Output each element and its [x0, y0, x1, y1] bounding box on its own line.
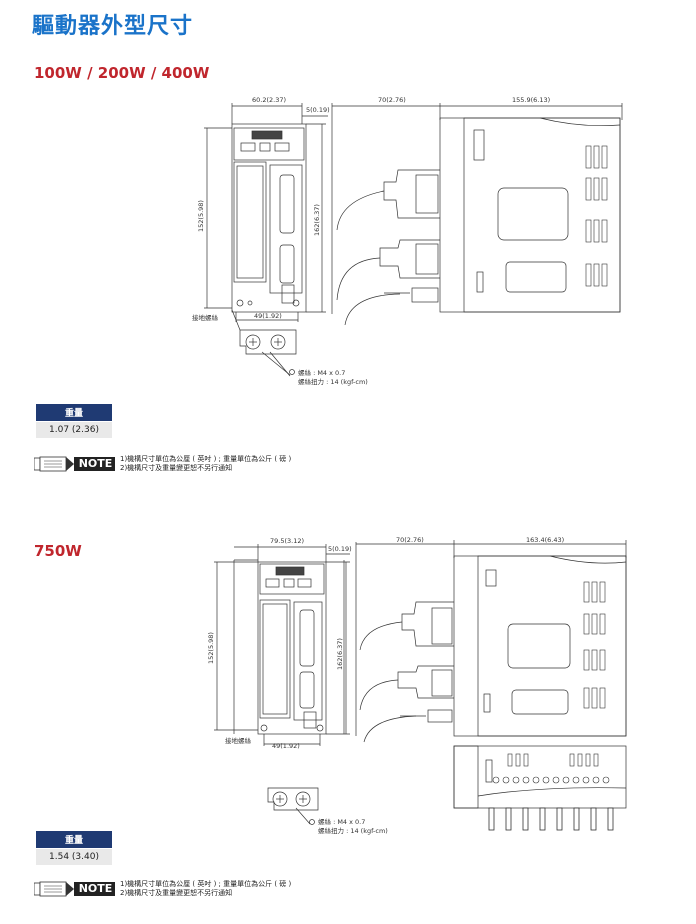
dim-front-width: 60.2(2.37)	[252, 96, 286, 104]
note-label: NOTE	[78, 457, 113, 470]
weight-header: 重量	[36, 831, 112, 849]
screw-spec-label-2: 螺絲 : M4 x 0.7	[318, 817, 365, 826]
screw-torque-label-2: 螺絲扭力 : 14 (kgf-cm)	[318, 826, 388, 835]
dim-height-right: 162(6.37)	[313, 204, 321, 236]
dim-front-width-2: 79.5(3.12)	[270, 537, 304, 545]
note-line-2: 2)機構尺寸及重量變更恕不另行通知	[120, 464, 233, 472]
weight-table-1: 重量 1.07 (2.36)	[36, 404, 112, 438]
weight-table-2: 重量 1.54 (3.40)	[36, 831, 112, 865]
screw-spec-label: 螺絲 : M4 x 0.7	[298, 368, 345, 377]
note-lines: 1)機構尺寸單位為公厘 ( 英吋 ) ; 重量單位為公斤 ( 磅 ) 2)機構尺…	[120, 880, 291, 898]
note-line-2: 2)機構尺寸及重量變更恕不另行通知	[120, 889, 233, 897]
weight-value: 1.54 (3.40)	[36, 848, 112, 865]
note-label: NOTE	[78, 882, 113, 895]
dim-side-depth2-2: 163.4(6.43)	[526, 536, 564, 544]
dim-height-left-2: 152(5.98)	[207, 632, 215, 664]
weight-value: 1.07 (2.36)	[36, 421, 112, 438]
weight-header: 重量	[36, 404, 112, 422]
note-lines: 1)機構尺寸單位為公厘 ( 英吋 ) ; 重量單位為公斤 ( 磅 ) 2)機構尺…	[120, 455, 291, 473]
note-line-1: 1)機構尺寸單位為公厘 ( 英吋 ) ; 重量單位為公斤 ( 磅 )	[120, 880, 292, 888]
dim-height-left: 152(5.98)	[197, 200, 205, 232]
ground-screw-label: 接地螺絲	[192, 313, 219, 322]
dimension-drawing-2: 79.5(3.12) 5(0.19) 152(5.98) 162(6.37) 4…	[207, 536, 627, 835]
screw-torque-label: 螺絲扭力 : 14 (kgf-cm)	[298, 377, 368, 386]
dim-bottom-width: 49(1.92)	[254, 312, 282, 320]
dim-side-depth1: 70(2.76)	[378, 96, 406, 104]
ground-screw-label-2: 接地螺絲	[225, 736, 252, 745]
dimension-drawing-1: 60.2(2.37) 5(0.19) 152(5.98) 162(6.37) 4…	[192, 96, 623, 386]
dim-height-right-2: 162(6.37)	[336, 638, 344, 670]
note-line-1: 1)機構尺寸單位為公厘 ( 英吋 ) ; 重量單位為公斤 ( 磅 )	[120, 455, 292, 463]
dim-front-offset: 5(0.19)	[306, 106, 330, 114]
dim-front-offset-2: 5(0.19)	[328, 545, 352, 553]
section-title-1: 100W / 200W / 400W	[34, 64, 210, 82]
note-icon	[34, 881, 115, 897]
dim-side-depth1-2: 70(2.76)	[396, 536, 424, 544]
page-title: 驅動器外型尺寸	[32, 14, 194, 39]
dim-side-depth2: 155.9(6.13)	[512, 96, 550, 104]
section-title-2: 750W	[34, 542, 82, 560]
dim-bottom-width-2: 49(1.92)	[272, 742, 300, 750]
note-icon	[34, 456, 115, 472]
ground-screw-detail-2	[267, 787, 319, 825]
ground-screw-detail	[231, 309, 297, 377]
